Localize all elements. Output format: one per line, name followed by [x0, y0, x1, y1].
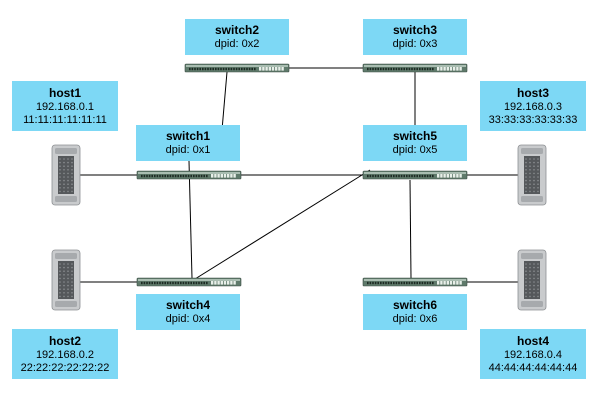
- host2-name: host2: [48, 333, 81, 348]
- nodes-layer: [51, 63, 547, 311]
- host4-label: host4 192.168.0.4 44:44:44:44:44:44: [480, 329, 586, 379]
- host1-mac: 11:11:11:11:11:11: [23, 113, 107, 126]
- switch4-name: switch4: [165, 298, 210, 312]
- host3-name: host3: [516, 85, 549, 100]
- switch3-name: switch3: [392, 23, 437, 37]
- host4-ip: 192.168.0.4: [503, 348, 563, 361]
- switch6-dpid: dpid: 0x6: [392, 313, 438, 325]
- switch5-name: switch5: [392, 129, 437, 143]
- switch1-device-icon: [136, 170, 242, 180]
- link-switch4-switch5: [194, 169, 371, 280]
- host4-computer-icon: [517, 249, 547, 311]
- switch2-device-icon: [184, 63, 290, 73]
- switch3-label: switch3 dpid: 0x3: [363, 19, 467, 55]
- switch1-label: switch1 dpid: 0x1: [136, 125, 240, 161]
- host2-computer-icon: [51, 249, 81, 311]
- switch4-device-icon: [136, 277, 242, 287]
- switch3-dpid: dpid: 0x3: [392, 38, 438, 50]
- switch2-label: switch2 dpid: 0x2: [185, 19, 289, 55]
- switch2-dpid: dpid: 0x2: [214, 38, 260, 50]
- switch5-label: switch5 dpid: 0x5: [363, 125, 467, 161]
- switch2-name: switch2: [214, 23, 259, 37]
- host1-computer-icon: [51, 144, 81, 206]
- host1-name: host1: [48, 85, 81, 100]
- switch3-device-icon: [362, 63, 468, 73]
- host3-computer-icon: [517, 144, 547, 206]
- host2-mac: 22:22:22:22:22:22: [20, 361, 110, 374]
- switch5-device-icon: [362, 170, 468, 180]
- host2-ip: 192.168.0.2: [35, 348, 95, 361]
- host4-name: host4: [516, 333, 549, 348]
- switch5-dpid: dpid: 0x5: [392, 144, 438, 156]
- switch4-dpid: dpid: 0x4: [165, 313, 211, 325]
- host2-label: host2 192.168.0.2 22:22:22:22:22:22: [12, 329, 118, 379]
- host3-label: host3 192.168.0.3 33:33:33:33:33:33: [480, 81, 586, 131]
- host1-ip: 192.168.0.1: [35, 100, 95, 113]
- switch1-name: switch1: [165, 129, 210, 143]
- host4-mac: 44:44:44:44:44:44: [488, 361, 578, 374]
- host1-label: host1 192.168.0.1 11:11:11:11:11:11: [12, 81, 118, 131]
- link-switch5-switch6: [409, 179, 412, 279]
- switch6-label: switch6 dpid: 0x6: [363, 294, 467, 330]
- host3-ip: 192.168.0.3: [503, 100, 563, 113]
- link-switch1-switch2: [221, 71, 228, 131]
- switch4-label: switch4 dpid: 0x4: [136, 294, 240, 330]
- switch1-dpid: dpid: 0x1: [165, 144, 211, 156]
- switch6-device-icon: [362, 277, 468, 287]
- link-switch1-switch4: [188, 160, 193, 279]
- switch6-name: switch6: [392, 298, 437, 312]
- host3-mac: 33:33:33:33:33:33: [488, 113, 578, 126]
